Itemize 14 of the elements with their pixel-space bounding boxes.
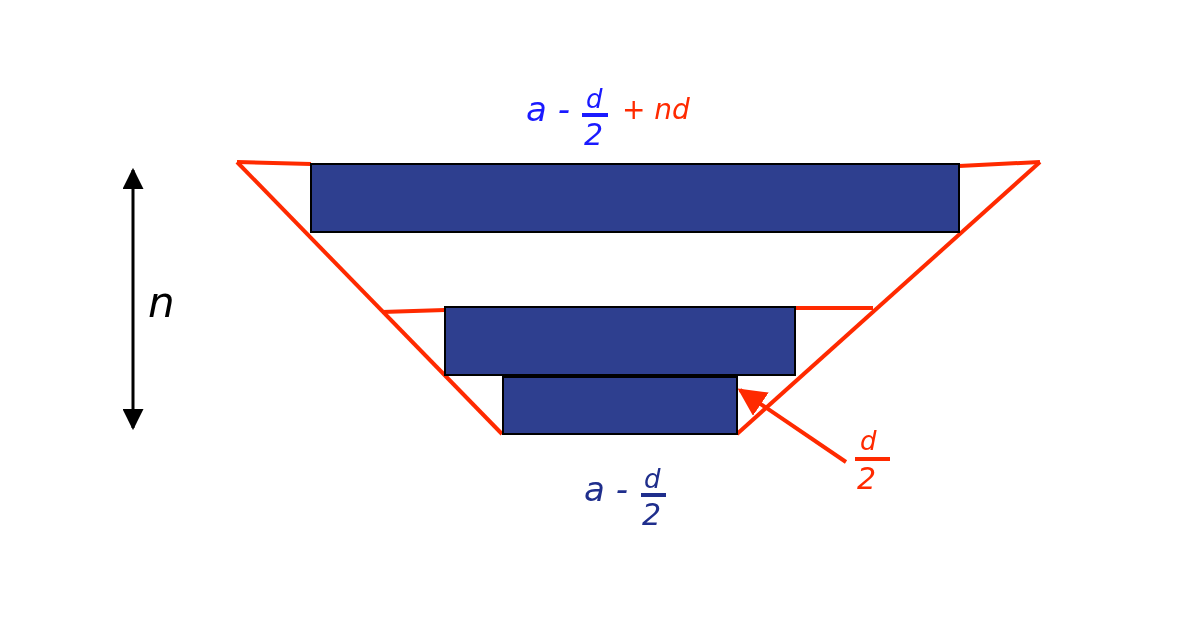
dimension-label: n — [148, 282, 175, 324]
formula-term: + nd — [622, 96, 690, 124]
fraction-denominator: 2 — [857, 464, 877, 494]
stacked-block — [502, 376, 738, 435]
formula-term: a - — [526, 92, 570, 126]
stacked-block — [444, 306, 796, 376]
leader-line — [737, 388, 848, 464]
fraction-numerator: d — [586, 86, 603, 112]
stacked-block — [310, 163, 960, 233]
fraction-numerator: d — [860, 428, 877, 454]
fraction-numerator: d — [644, 466, 661, 492]
formula-term: a - — [584, 472, 628, 506]
fraction-denominator: 2 — [584, 120, 604, 150]
fraction-denominator: 2 — [642, 500, 662, 530]
